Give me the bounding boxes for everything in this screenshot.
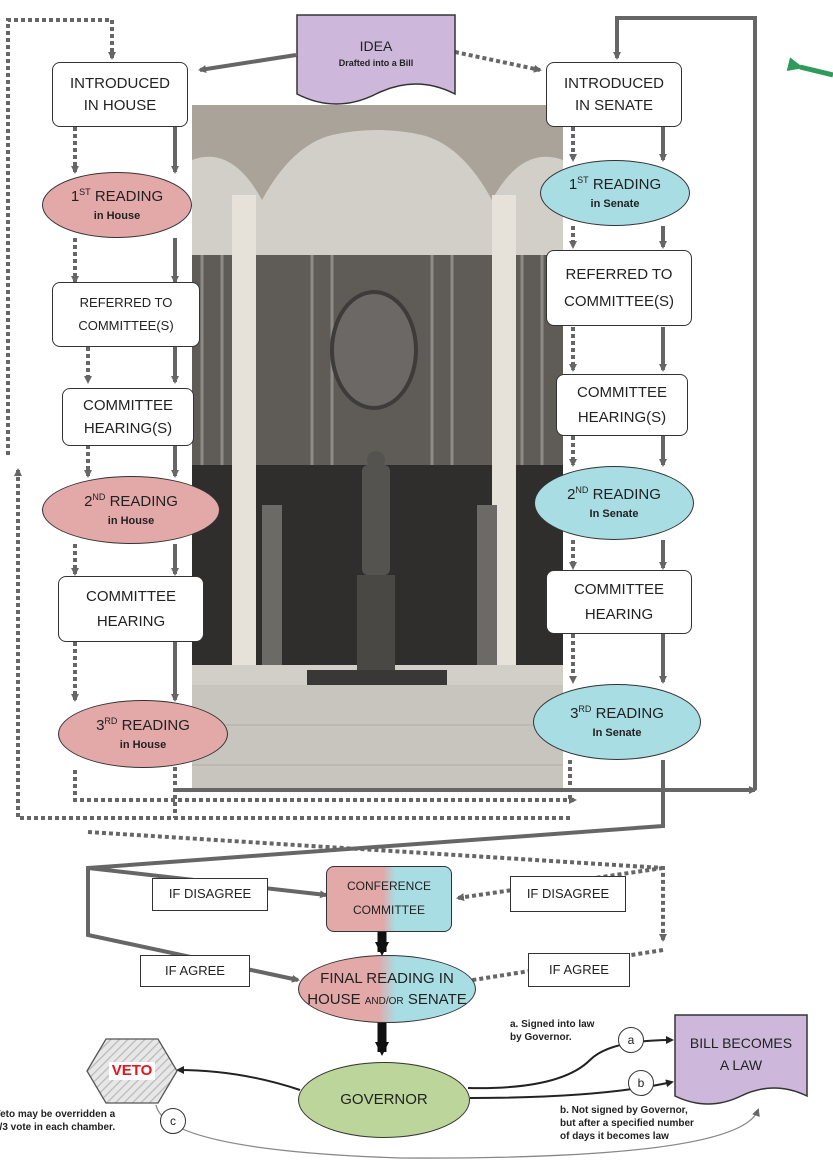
house-third-reading: 3RD READING in House [58, 700, 228, 768]
if-disagree-right: IF DISAGREE [510, 876, 626, 912]
veto-label: VETO [108, 1062, 156, 1080]
green-arrow [786, 57, 833, 78]
house-first-reading: 1ST READING in House [42, 172, 192, 238]
note-signed: a. Signed into law by Governor. [510, 1019, 595, 1043]
idea-node: IDEA Drafted into a Bill [296, 14, 456, 106]
final-reading: FINAL READING IN HOUSE AND/OR SENATE [298, 955, 476, 1023]
house-second-reading: 2ND READING in House [42, 476, 220, 544]
senate-second-reading: 2ND READING In Senate [534, 466, 694, 540]
governor-node: GOVERNOR [298, 1062, 470, 1138]
if-disagree-left: IF DISAGREE [152, 878, 268, 911]
if-agree-left: IF AGREE [140, 955, 250, 987]
idea-subtitle: Drafted into a Bill [338, 57, 414, 68]
note-veto-override: Veto may be overridden a 2/3 vote in eac… [0, 1109, 116, 1133]
if-agree-right: IF AGREE [528, 953, 630, 987]
marker-c: c [160, 1108, 186, 1134]
marker-b: b [628, 1070, 654, 1096]
veto-node: VETO [86, 1038, 178, 1104]
note-not-signed: b. Not signed by Governor, but after a s… [560, 1105, 694, 1142]
marker-a: a [618, 1027, 644, 1053]
senate-third-reading: 3RD READING In Senate [533, 684, 701, 760]
idea-title: IDEA [359, 37, 393, 54]
senate-first-reading: 1ST READING in Senate [540, 160, 690, 226]
capitol-photo [192, 105, 563, 792]
